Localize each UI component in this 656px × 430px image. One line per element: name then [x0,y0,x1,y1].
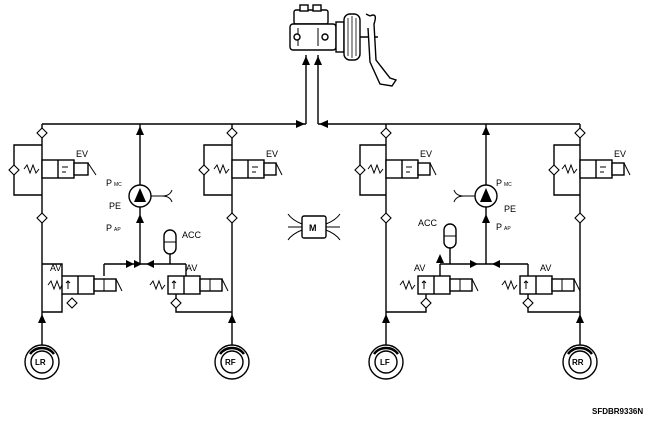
ev-label-rr: EV [614,149,626,159]
ev-label-rf: EV [266,149,278,159]
master-cylinder-lines [301,55,323,124]
acc-label-left: ACC [182,230,202,240]
ev-label-lf: EV [420,149,432,159]
wheel-rf [214,344,250,380]
mc-arrow-right [313,55,323,66]
ev-label-lr: EV [76,149,88,159]
av-valve-lr [42,263,123,313]
accumulator-right [443,223,457,264]
wheel-label-lf: LF [380,358,390,367]
accumulator-left [163,229,177,264]
reference-code: SFDBR9336N [592,407,643,416]
wheel-lr [24,344,60,380]
pe-label-left: PE [109,201,121,211]
ev-valve-lf [354,144,437,196]
wheel-label-rf: RF [225,358,236,367]
pe-label-right: PE [504,204,516,214]
main-lines [42,120,580,128]
wheel-label-rr: RR [572,358,584,367]
av-label-lf: AV [414,263,425,273]
av-label-rr: AV [540,263,551,273]
right-circuit [354,124,631,350]
av-label-lr: AV [50,263,61,273]
ev-valve-lr [8,144,97,196]
wheel-label-lr: LR [35,358,46,367]
motor-label: M [309,223,317,233]
av-label-rf: AV [186,263,197,273]
acc-label-right: ACC [418,218,438,228]
av-valve-rf [149,264,232,313]
av-valve-lf [386,253,479,313]
ev-valve-rf [198,144,283,196]
ev-valve-rr [548,144,631,196]
wheel-rr [562,344,598,380]
pump-right [453,124,498,264]
pump-left [128,124,173,264]
mc-arrow-left [301,55,311,66]
master-cylinder-assembly [289,4,398,87]
pump-motor [287,213,341,241]
left-circuit [8,124,283,350]
wheel-lf [368,344,404,380]
av-valve-rr [501,264,581,313]
